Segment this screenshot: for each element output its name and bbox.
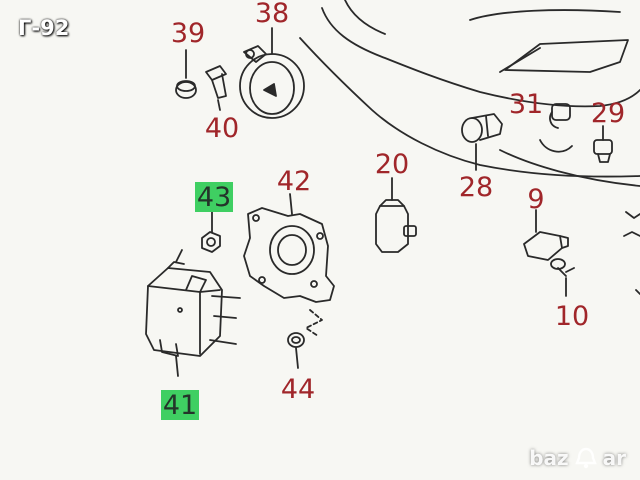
callout-10: 10 — [555, 301, 589, 332]
callout-number: 39 — [171, 18, 205, 49]
part-10-screw — [550, 258, 575, 297]
part-42-bracket — [243, 193, 335, 337]
corner-tag: Г-92 — [18, 16, 70, 40]
callout-number: 29 — [591, 98, 625, 129]
part-31-clip — [539, 103, 573, 153]
callout-41: 41 — [161, 390, 199, 421]
watermark-bell-icon — [574, 447, 597, 469]
callout-44: 44 — [281, 374, 315, 405]
bumper-outline — [299, 0, 640, 187]
watermark-text-right: ar — [602, 446, 626, 470]
callout-number: 9 — [527, 184, 544, 215]
callout-43: 43 — [195, 182, 233, 213]
callout-number: 38 — [255, 0, 289, 29]
callout-number: 43 — [197, 182, 231, 213]
callout-39: 39 — [171, 18, 205, 49]
callout-number: 31 — [509, 89, 543, 120]
callout-number: 41 — [163, 390, 197, 421]
callout-29: 29 — [591, 98, 625, 129]
part-44-washer — [287, 332, 305, 369]
part-41-relay — [145, 249, 241, 377]
callout-28: 28 — [459, 172, 493, 203]
callout-highlight — [195, 182, 233, 212]
callout-number: 42 — [277, 166, 311, 197]
part-39-cap — [175, 49, 197, 99]
callout-20: 20 — [375, 149, 409, 180]
part-40-bolt — [205, 65, 227, 111]
callout-number: 40 — [205, 113, 239, 144]
watermark: baz ar — [529, 446, 626, 470]
callout-number: 28 — [459, 172, 493, 203]
part-28-sensor — [461, 113, 503, 171]
watermark-text-left: baz — [529, 446, 569, 470]
right-edge-partial-parts — [623, 211, 640, 295]
part-20-connector — [375, 177, 417, 253]
callout-40: 40 — [205, 113, 239, 144]
part-9-connector — [523, 209, 569, 261]
callout-number: 20 — [375, 149, 409, 180]
part-29-sensor — [593, 125, 613, 163]
callout-number: 10 — [555, 301, 589, 332]
callout-number: 44 — [281, 374, 315, 405]
callout-highlight — [161, 390, 199, 420]
callout-31: 31 — [509, 89, 543, 120]
part-38-horn — [239, 27, 305, 119]
callout-labels: 38 39 40 31 29 28 20 42 43 9 10 44 41 — [161, 0, 625, 421]
part-43-nut — [201, 209, 221, 253]
callout-38: 38 — [255, 0, 289, 29]
callout-42: 42 — [277, 166, 311, 197]
callout-9: 9 — [527, 184, 544, 215]
